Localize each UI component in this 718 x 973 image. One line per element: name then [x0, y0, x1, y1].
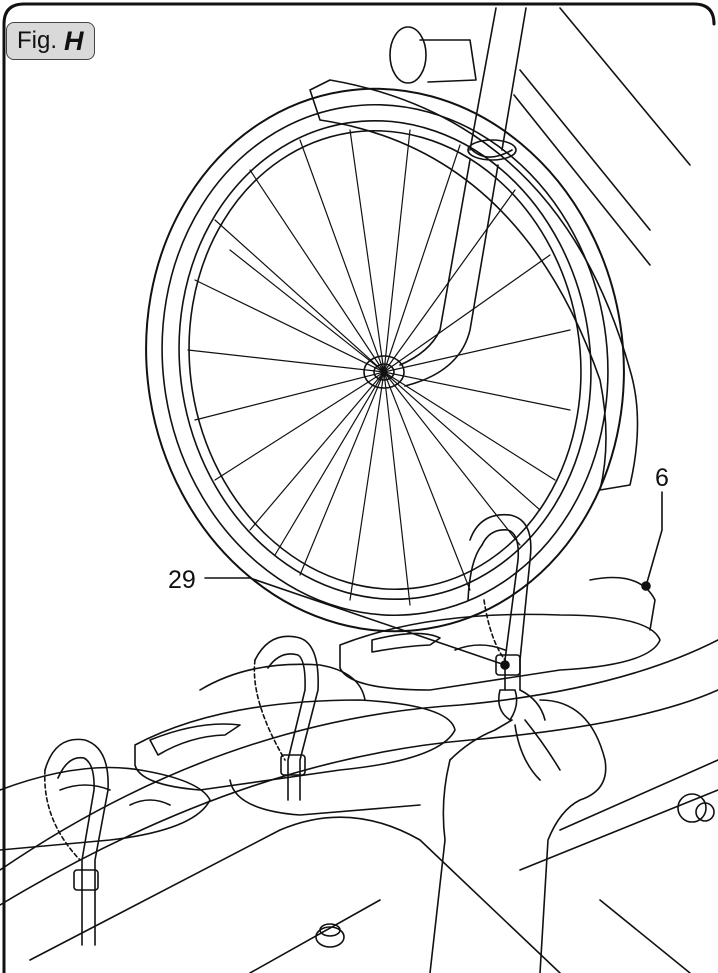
leader-6-dot — [641, 581, 651, 591]
ratchet-strap-rear — [43, 738, 109, 946]
figure-prefix: Fig. — [17, 27, 58, 54]
leader-29 — [204, 577, 506, 666]
figure-letter: H — [64, 25, 84, 56]
bicycle-frame — [389, 7, 691, 266]
bicycle-fork — [363, 139, 517, 389]
wheel-spokes — [187, 129, 571, 606]
leader-29-dot — [500, 660, 510, 670]
ratchet-strap-front — [467, 513, 532, 691]
callout-label-6: 6 — [655, 464, 669, 492]
wheel-tray-front — [339, 576, 661, 691]
ratchet-strap-middle — [253, 635, 319, 801]
figure-tag: Fig. H — [6, 22, 95, 60]
wheel-tray-rear — [0, 766, 211, 851]
wheel-tray-middle — [134, 663, 456, 816]
bicycle-wheel — [145, 87, 625, 633]
mudguard — [309, 79, 639, 491]
leader-6 — [645, 491, 663, 587]
carrier-base — [0, 639, 718, 973]
hand — [429, 689, 607, 973]
callout-leaders — [204, 491, 663, 670]
callout-label-29: 29 — [168, 566, 196, 594]
